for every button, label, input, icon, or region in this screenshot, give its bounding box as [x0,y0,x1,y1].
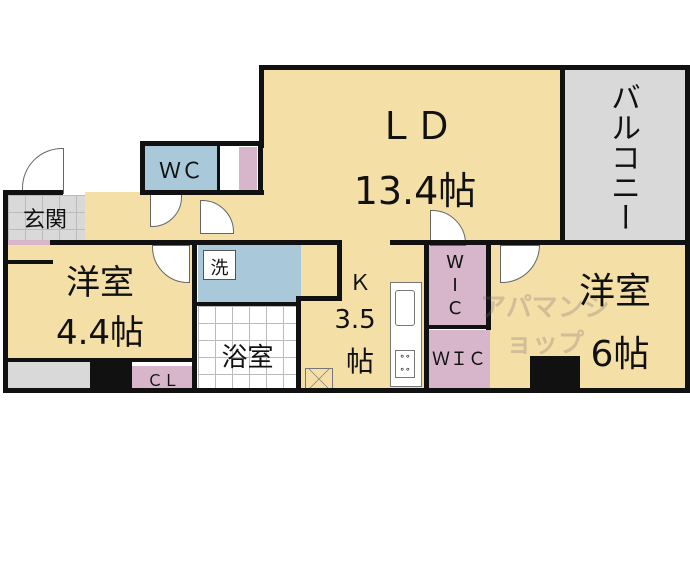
bath-label: 浴室 [221,343,274,373]
washer-space [203,250,236,280]
wic-1-label-c: C [448,298,462,319]
pipe-space [305,368,333,390]
stove-icon: ∘∘∘∘ [395,350,415,378]
wic-1-label-w: W [446,252,464,273]
bath-room [198,306,296,390]
kitchen-size: 3.5 [334,305,376,335]
western-room-2-label: 洋室 [578,271,651,312]
closet-label: ＣＬ [146,371,179,390]
wc-storage [239,147,257,190]
wic-2 [428,330,490,390]
closet [132,366,194,390]
western-room-1-size: 4.4帖 [55,313,145,353]
wic-2-label: ＷＩＣ [432,349,486,370]
balcony-label: バルコニー [605,82,640,232]
ld-room [261,67,564,245]
wic-1-label-i: I [452,275,458,296]
kitchen-label: Ｋ [348,271,371,296]
ld-size: 13.4帖 [353,169,477,213]
wic-1 [428,245,486,327]
ld-label: ＬＤ [376,104,453,148]
washroom-lower [198,298,298,304]
western-room-2-size: 6帖 [590,334,650,375]
wc-label: ＷＣ [158,159,203,184]
watermark: アパマンショップ [480,293,610,359]
washroom-label: 洗 [210,258,229,279]
entrance [8,195,85,240]
kitchen-size-unit: 帖 [345,345,374,378]
balcony [564,67,688,242]
western-room-1-label: 洋室 [66,263,134,303]
entrance-label: 玄関 [22,208,67,233]
entrance-door[interactable] [22,148,64,194]
sink-icon [395,290,415,326]
exterior-storage [8,362,90,390]
wc-room [145,145,217,190]
